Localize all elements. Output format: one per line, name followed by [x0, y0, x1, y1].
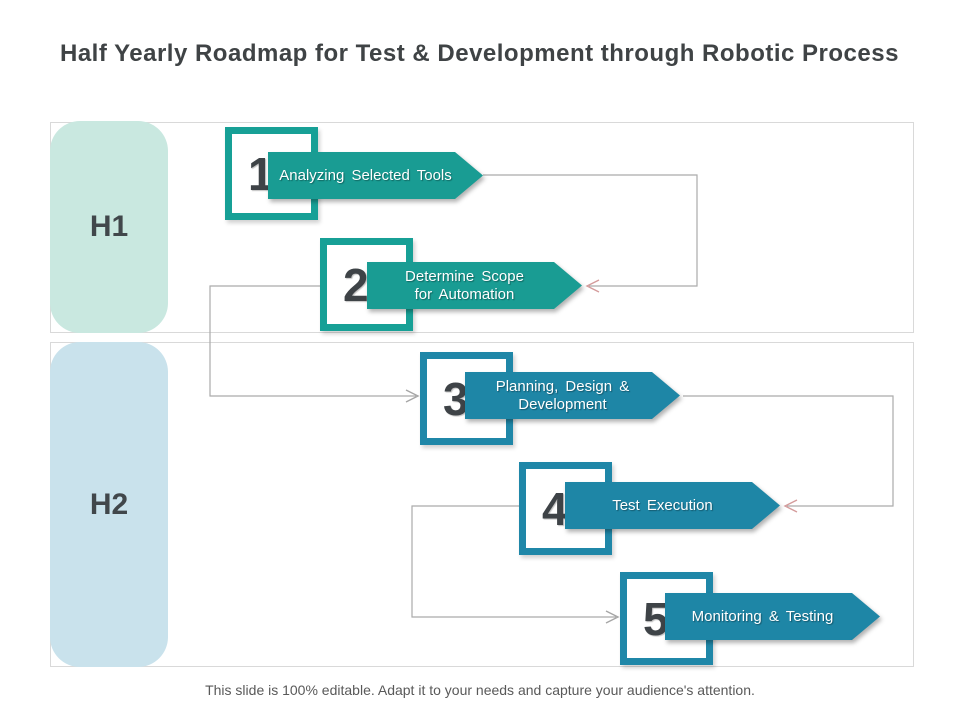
step-1-label: Analyzing Selected Tools [279, 166, 452, 184]
step-4-number: 4 [542, 482, 568, 535]
h2-label: H2 [89, 487, 129, 521]
step-1-arrow[interactable]: Analyzing Selected Tools [268, 152, 483, 199]
step-5-number: 5 [643, 592, 669, 645]
h2-label-box[interactable]: H2 [50, 342, 168, 667]
step-2-number: 2 [343, 258, 369, 311]
step-5-label: Monitoring & Testing [691, 607, 834, 625]
step-5-arrow-shape: Monitoring & Testing [665, 593, 880, 640]
step-2-label: Determine Scope for Automation [405, 267, 524, 303]
step-3-number: 3 [443, 372, 469, 425]
footer-note: This slide is 100% editable. Adapt it to… [205, 682, 755, 698]
step-2-arrow-shape: Determine Scope for Automation [367, 262, 582, 309]
h1-label: H1 [89, 210, 129, 243]
step-3-arrow[interactable]: Planning, Design & Development [465, 372, 680, 419]
step-2-arrow[interactable]: Determine Scope for Automation [367, 262, 582, 309]
step-5-arrow[interactable]: Monitoring & Testing [665, 593, 880, 640]
step-1-arrow-shape: Analyzing Selected Tools [268, 152, 483, 199]
h1-label-box[interactable]: H1 [50, 121, 168, 333]
step-4-label: Test Execution [612, 496, 713, 514]
step-4-arrow-shape: Test Execution [565, 482, 780, 529]
step-4-arrow[interactable]: Test Execution [565, 482, 780, 529]
slide-title: Half Yearly Roadmap for Test & Developme… [60, 40, 899, 67]
step-3-label: Planning, Design & Development [495, 377, 630, 413]
step-3-arrow-shape: Planning, Design & Development [465, 372, 680, 419]
